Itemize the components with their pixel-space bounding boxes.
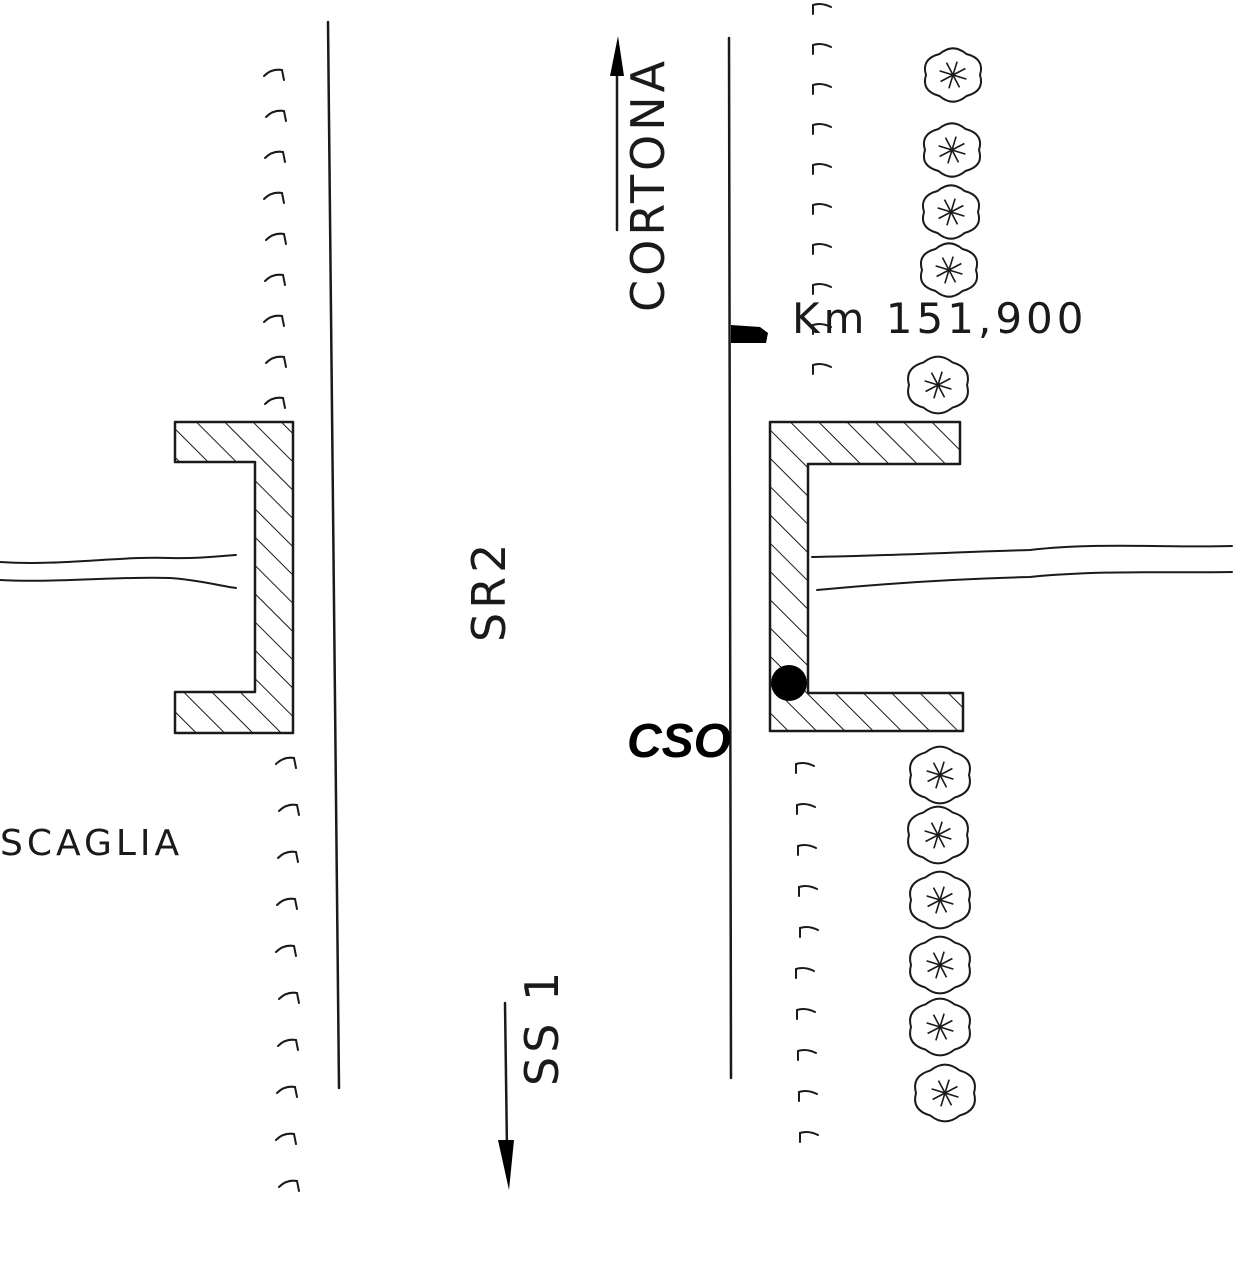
embankment-tick bbox=[812, 322, 832, 335]
embankment-tick bbox=[812, 362, 832, 375]
embankment-tick bbox=[263, 314, 285, 327]
bridge-parapet-left bbox=[173, 420, 295, 735]
embankment-tick bbox=[812, 162, 832, 175]
embankment-tick bbox=[265, 355, 287, 368]
label-cso: CSO bbox=[627, 715, 731, 768]
embankment-tick bbox=[277, 1038, 299, 1051]
tree-icon bbox=[919, 242, 979, 298]
embankment-tick bbox=[812, 2, 832, 15]
tree-icon bbox=[922, 122, 982, 178]
embankment-tick bbox=[812, 282, 832, 295]
embankment-tick bbox=[275, 1132, 297, 1145]
embankment-ticks-left-bottom bbox=[275, 756, 300, 1192]
embankment-tick bbox=[799, 1130, 819, 1143]
embankment-tick bbox=[796, 802, 816, 815]
label-cortona: CORTONA bbox=[621, 57, 675, 312]
watercourse-right bbox=[811, 544, 1233, 591]
embankment-tick bbox=[795, 966, 815, 979]
label-scaglia: SCAGLIA bbox=[0, 823, 183, 864]
embankment-tick bbox=[264, 150, 286, 163]
embankment-tick bbox=[795, 761, 815, 774]
embankment-tick bbox=[278, 991, 300, 1004]
embankment-tick bbox=[812, 82, 832, 95]
tree-icon bbox=[909, 870, 971, 930]
embankment-tick bbox=[797, 1048, 817, 1061]
embankment-tick bbox=[264, 396, 286, 409]
label-road-sr2: SR2 bbox=[462, 540, 516, 642]
tree-icon bbox=[909, 935, 971, 995]
road-edge-left bbox=[326, 20, 341, 1090]
tree-icon bbox=[907, 355, 969, 415]
embankment-tick bbox=[275, 944, 297, 957]
embankment-tick bbox=[812, 122, 832, 135]
watercourse-left bbox=[0, 554, 237, 589]
embankment-tick bbox=[276, 1085, 298, 1098]
embankment-tick bbox=[264, 273, 286, 286]
embankment-tick bbox=[263, 191, 285, 204]
embankment-tick bbox=[276, 897, 298, 910]
embankment-tick bbox=[263, 68, 285, 81]
arrow-south bbox=[498, 1001, 514, 1190]
road-edge-right bbox=[727, 36, 733, 1080]
tree-row bbox=[907, 47, 983, 1123]
embankment-tick bbox=[799, 925, 819, 938]
embankment-tick bbox=[798, 1089, 818, 1102]
embankment-ticks-right-bottom bbox=[795, 761, 819, 1143]
embankment-tick bbox=[275, 756, 297, 769]
embankment-tick bbox=[798, 884, 818, 897]
embankment-tick bbox=[812, 202, 832, 215]
tree-icon bbox=[909, 745, 971, 805]
location-dot-icon bbox=[771, 665, 807, 701]
embankment-tick bbox=[265, 232, 287, 245]
embankment-ticks-left-top bbox=[263, 68, 287, 409]
embankment-tick bbox=[277, 850, 299, 863]
tree-icon bbox=[909, 997, 971, 1057]
embankment-tick bbox=[796, 1007, 816, 1020]
label-km-marker: Km 151,900 bbox=[792, 294, 1088, 343]
label-ss1: SS 1 bbox=[515, 968, 569, 1086]
embankment-tick bbox=[278, 1179, 300, 1192]
milestone-icon bbox=[731, 325, 768, 343]
embankment-tick bbox=[797, 843, 817, 856]
tree-icon bbox=[923, 47, 983, 103]
embankment-tick bbox=[265, 109, 287, 122]
embankment-ticks-right-top bbox=[812, 2, 832, 375]
arrow-north bbox=[610, 36, 624, 232]
tree-icon bbox=[907, 805, 969, 865]
embankment-tick bbox=[278, 803, 300, 816]
tree-icon bbox=[914, 1063, 976, 1123]
embankment-tick bbox=[812, 242, 832, 255]
tree-icon bbox=[921, 184, 981, 240]
embankment-tick bbox=[812, 42, 832, 55]
